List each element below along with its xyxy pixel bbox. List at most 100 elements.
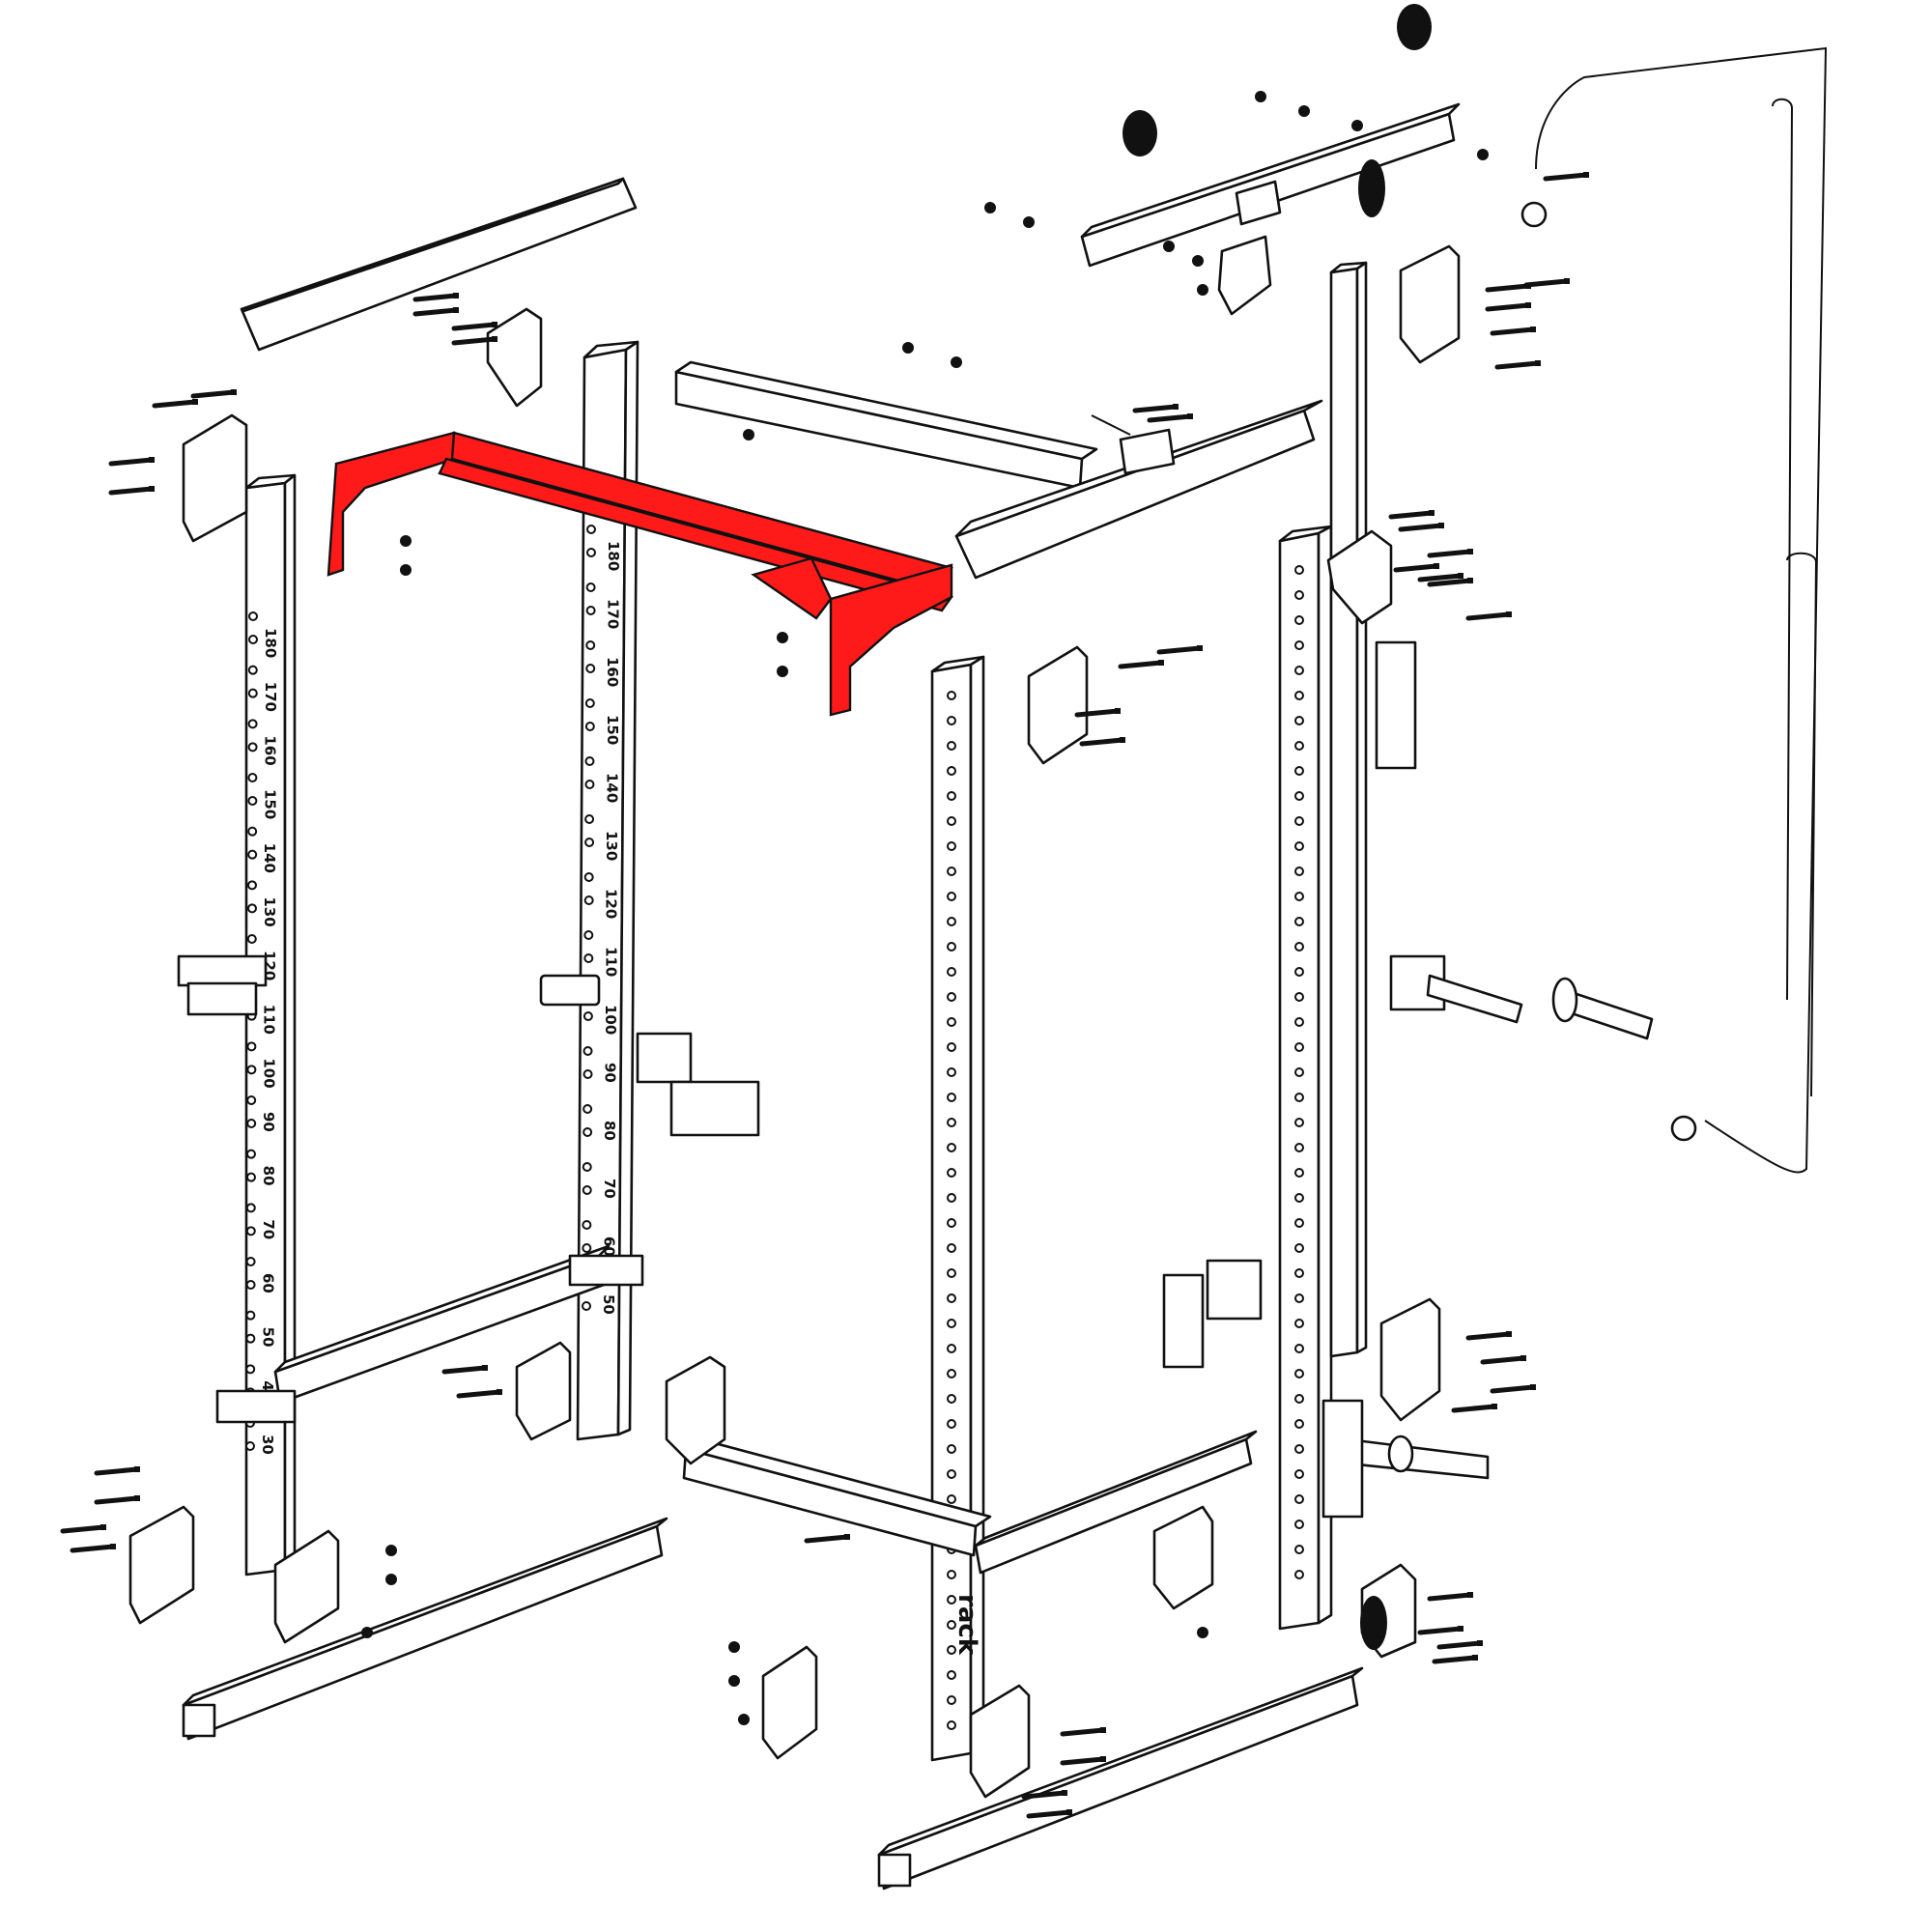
upright-hole bbox=[1294, 892, 1304, 901]
upright-hole bbox=[947, 766, 956, 776]
bolt bbox=[804, 1534, 850, 1544]
height-marking: 90 bbox=[260, 1112, 277, 1132]
upright-hole bbox=[947, 1620, 956, 1630]
bolt bbox=[1079, 737, 1125, 747]
upright-hole bbox=[947, 816, 956, 826]
upright-hole bbox=[247, 665, 258, 675]
height-marking: 180 bbox=[262, 628, 279, 658]
upright-hole bbox=[1294, 766, 1304, 776]
top-pulley-beam bbox=[1080, 102, 1461, 316]
upright-hole bbox=[247, 796, 258, 806]
height-marking: 120 bbox=[603, 889, 620, 919]
bolt bbox=[1132, 404, 1179, 413]
nut bbox=[728, 1641, 740, 1653]
upright-hole bbox=[947, 1570, 956, 1579]
lower-crossmember-rear bbox=[682, 1437, 992, 1557]
upright-hole bbox=[1294, 716, 1304, 725]
upright-hole bbox=[245, 1257, 256, 1266]
upright-hole bbox=[1294, 615, 1304, 625]
bolt bbox=[1118, 660, 1164, 669]
upright-hole bbox=[947, 1042, 956, 1052]
bolt bbox=[1543, 172, 1589, 182]
height-marking: 70 bbox=[601, 1179, 618, 1199]
lower-crossmember-right bbox=[974, 1430, 1258, 1575]
height-marking: 100 bbox=[260, 1058, 277, 1088]
upright-hole bbox=[1294, 1394, 1304, 1404]
upright-hole bbox=[947, 716, 956, 725]
upright-hole bbox=[1294, 1293, 1304, 1303]
upright-hole bbox=[247, 849, 258, 860]
upright-hole bbox=[1294, 1520, 1304, 1529]
upright-hole bbox=[1294, 1093, 1304, 1102]
upright-hole bbox=[1294, 640, 1304, 650]
upright-hole bbox=[246, 1041, 257, 1052]
upright-hole bbox=[1294, 992, 1304, 1002]
bolt bbox=[441, 1365, 488, 1375]
bolt bbox=[60, 1524, 106, 1534]
upright-hole bbox=[1294, 741, 1304, 751]
top-crossmember-left bbox=[240, 177, 638, 352]
upright-hole bbox=[947, 942, 956, 952]
bolt bbox=[1523, 278, 1570, 288]
height-marking: 50 bbox=[259, 1327, 276, 1348]
upright-hole bbox=[947, 791, 956, 801]
upright-hole bbox=[947, 1645, 956, 1655]
upright-hole bbox=[586, 548, 596, 557]
upright-hole bbox=[1294, 590, 1304, 600]
height-marking: 30 bbox=[259, 1435, 276, 1455]
nut bbox=[738, 1714, 750, 1725]
upright-hole bbox=[947, 1444, 956, 1454]
upright-hole bbox=[947, 1168, 956, 1178]
upright-hole bbox=[947, 1670, 956, 1680]
upright-hole bbox=[246, 934, 257, 944]
upright-hole bbox=[947, 1118, 956, 1127]
upright-hole bbox=[947, 1344, 956, 1353]
upright-hole bbox=[1294, 1319, 1304, 1328]
upright-hole bbox=[583, 953, 594, 963]
upright-hole bbox=[586, 525, 596, 534]
upright-hole bbox=[947, 1067, 956, 1077]
upright-hole bbox=[1294, 1017, 1304, 1027]
upright-hole bbox=[947, 1695, 956, 1705]
bolt bbox=[1021, 1790, 1067, 1800]
nut bbox=[385, 1574, 397, 1585]
bolt bbox=[1060, 1727, 1106, 1737]
upright-hole bbox=[246, 1065, 257, 1075]
upright-hole bbox=[1294, 816, 1304, 826]
nut bbox=[1197, 1627, 1208, 1638]
nut bbox=[743, 429, 754, 440]
bolt bbox=[1060, 1756, 1106, 1766]
upright-hole bbox=[947, 741, 956, 751]
upright-hole bbox=[585, 640, 596, 650]
upright-hole bbox=[1294, 1344, 1304, 1353]
upright-hole bbox=[1294, 867, 1304, 876]
cable-pulley-carriage bbox=[1091, 414, 1417, 770]
bolt bbox=[1427, 549, 1473, 558]
upright-front-left: 1801701601501401301201101009080706050403… bbox=[244, 473, 297, 1577]
nut bbox=[1255, 91, 1266, 102]
nut bbox=[951, 356, 962, 368]
upright-hole bbox=[1294, 1545, 1304, 1554]
upright-hole bbox=[585, 664, 596, 673]
upright-hole bbox=[245, 1226, 256, 1236]
upright-hole bbox=[1294, 1444, 1304, 1454]
upright-hole bbox=[1294, 841, 1304, 851]
upright-hole bbox=[1294, 791, 1304, 801]
upright-hole bbox=[947, 1469, 956, 1479]
bolt bbox=[1388, 510, 1435, 520]
bolt bbox=[1436, 1640, 1483, 1650]
upright-hole bbox=[947, 1293, 956, 1303]
upright-hole bbox=[947, 917, 956, 926]
upright-hole bbox=[245, 1333, 256, 1344]
bolt bbox=[1026, 1809, 1072, 1819]
nut bbox=[728, 1675, 740, 1687]
upright-hole bbox=[582, 1220, 592, 1230]
upright-hole bbox=[1294, 1469, 1304, 1479]
upright-hole bbox=[1294, 917, 1304, 926]
height-marking: 160 bbox=[604, 657, 621, 687]
upright-hole bbox=[947, 1394, 956, 1404]
nut bbox=[777, 632, 788, 643]
bolt bbox=[412, 293, 459, 302]
